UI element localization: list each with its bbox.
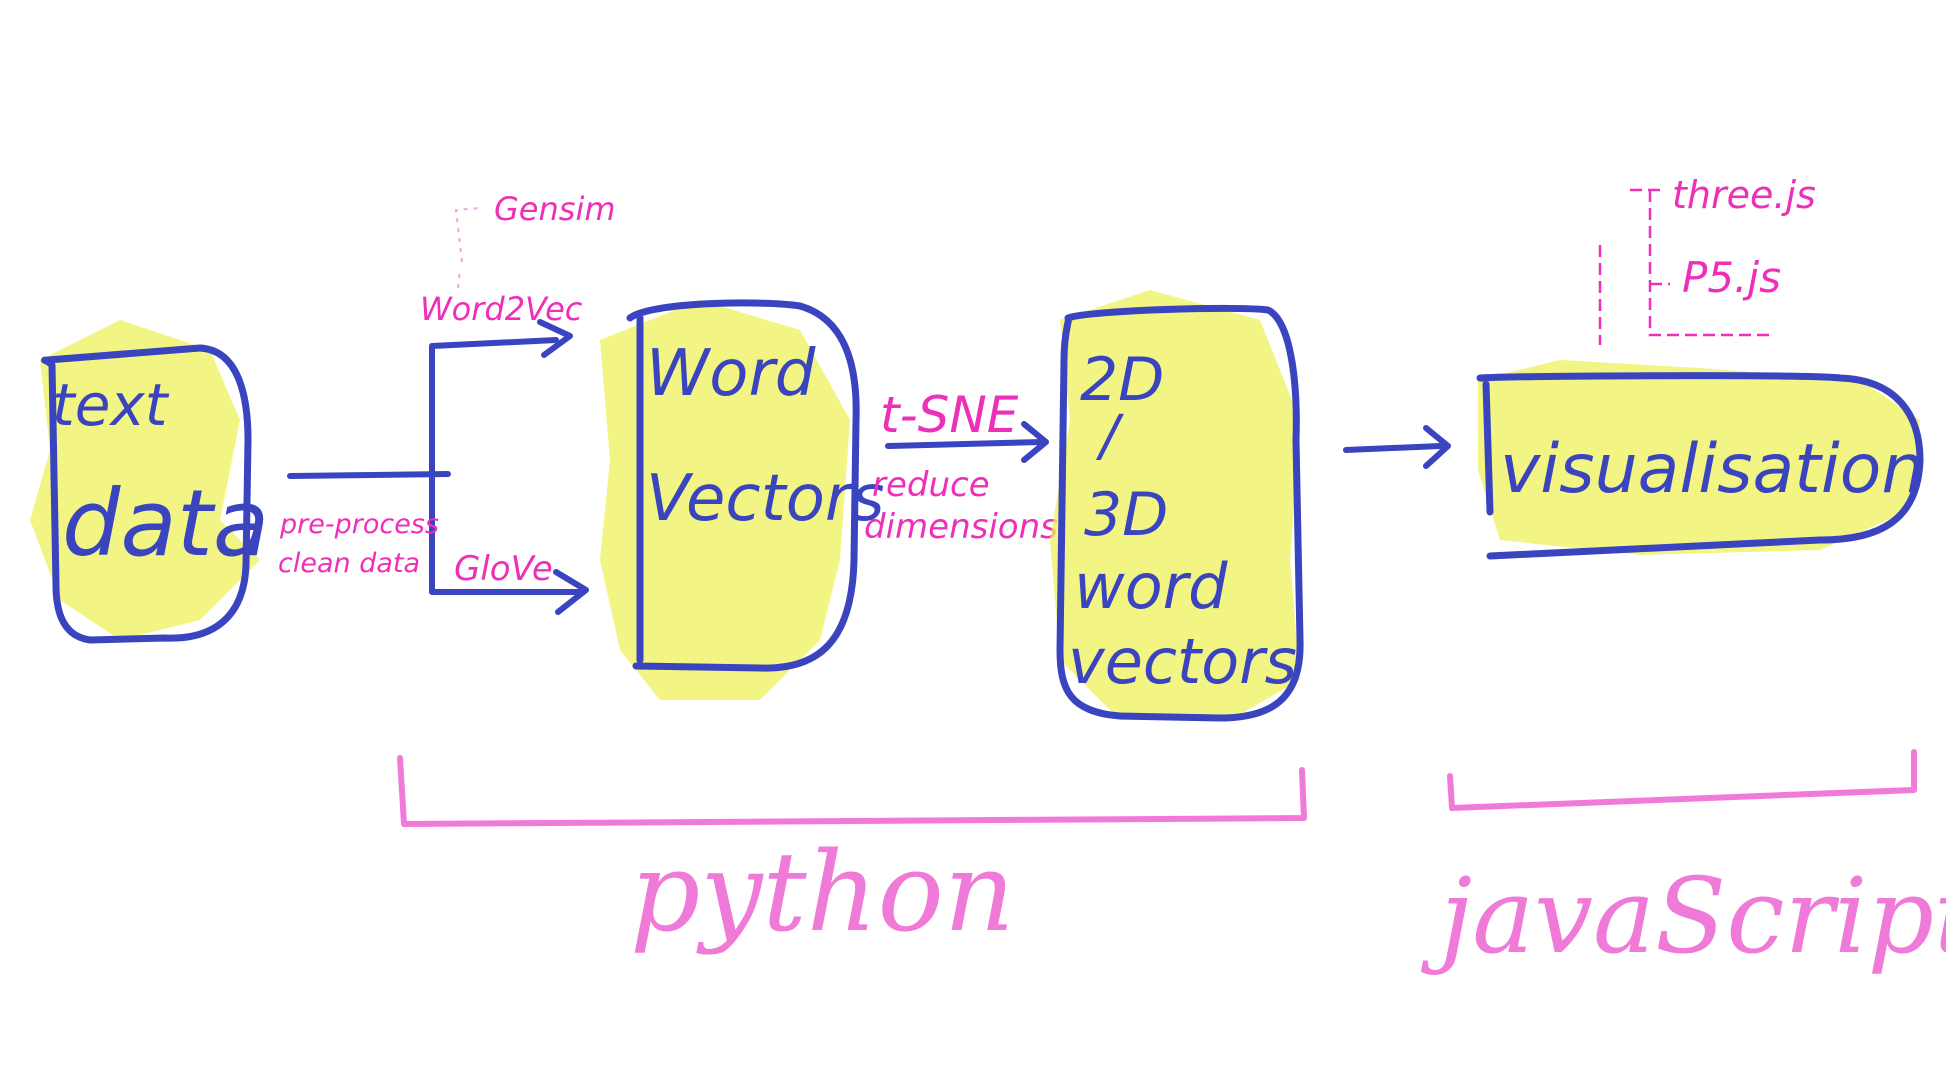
node-text-data: text data [30,320,269,644]
library-tree: three.js P5.js [1598,173,1816,345]
gensim-dotted-link [454,207,481,289]
box-reduced-vectors [1056,304,1304,722]
reduced-vectors-line4: word [1074,550,1228,623]
gensim-label: Gensim [494,190,616,228]
glove-label: GloVe [454,549,553,589]
library-tree-lines [1598,188,1770,345]
word2vec-label: Word2Vec [420,290,583,328]
tsne-line [885,439,1045,449]
visualisation-label: visualisation [1500,430,1924,509]
highlight-reduced-vectors [1050,290,1300,720]
word2vec-arrowhead [537,319,573,358]
preprocess-label-line2: clean data [278,548,420,579]
reduced-vectors-line1: 2D [1080,345,1164,415]
group-javascript: javaScript [1421,749,1946,977]
highlight-visualisation [1478,360,1920,555]
edge-preprocess: pre-process clean data [278,319,589,615]
reduced-vectors-line5: vectors [1068,625,1297,698]
glove-arrowhead [553,569,589,615]
edge-glove: GloVe [454,549,553,589]
javascript-label: javaScript [1421,855,1946,977]
text-data-line2: data [62,470,269,577]
library-p5js: P5.js [1682,253,1781,302]
word-vectors-line2: Vectors [646,462,885,536]
edge-word2vec: Gensim Word2Vec [420,190,616,328]
node-visualisation: visualisation [1476,360,1924,560]
tsne-arrowhead [1021,421,1049,463]
group-python: python [397,755,1307,956]
reduce-label-line1: reduce [872,465,990,505]
box-visualisation [1476,372,1924,560]
preprocess-label-line1: pre-process [279,509,439,540]
library-threejs: three.js [1672,173,1816,217]
reduce-label-line2: dimensions [864,507,1058,547]
javascript-bracket [1447,749,1917,811]
visualisation-arrowhead [1423,425,1451,469]
box-word-vectors [626,299,860,672]
edge-to-visualisation [1343,425,1451,469]
word-vectors-line1: Word [646,337,816,411]
reduced-vectors-line3: 3D [1084,480,1168,550]
highlight-word-vectors [600,300,850,700]
edge-tsne: t-SNE reduce dimensions [864,386,1058,547]
node-word-vectors: Word Vectors [600,299,885,700]
node-reduced-vectors: 2D / 3D word vectors [1050,290,1304,722]
highlight-text-data [30,320,260,640]
visualisation-arrow-line [1343,443,1443,453]
text-data-line1: text [52,371,170,439]
python-label: python [630,828,1015,956]
preprocess-line [287,337,583,595]
box-text-data [41,344,252,644]
python-bracket [397,755,1307,827]
tsne-label: t-SNE [880,386,1019,444]
